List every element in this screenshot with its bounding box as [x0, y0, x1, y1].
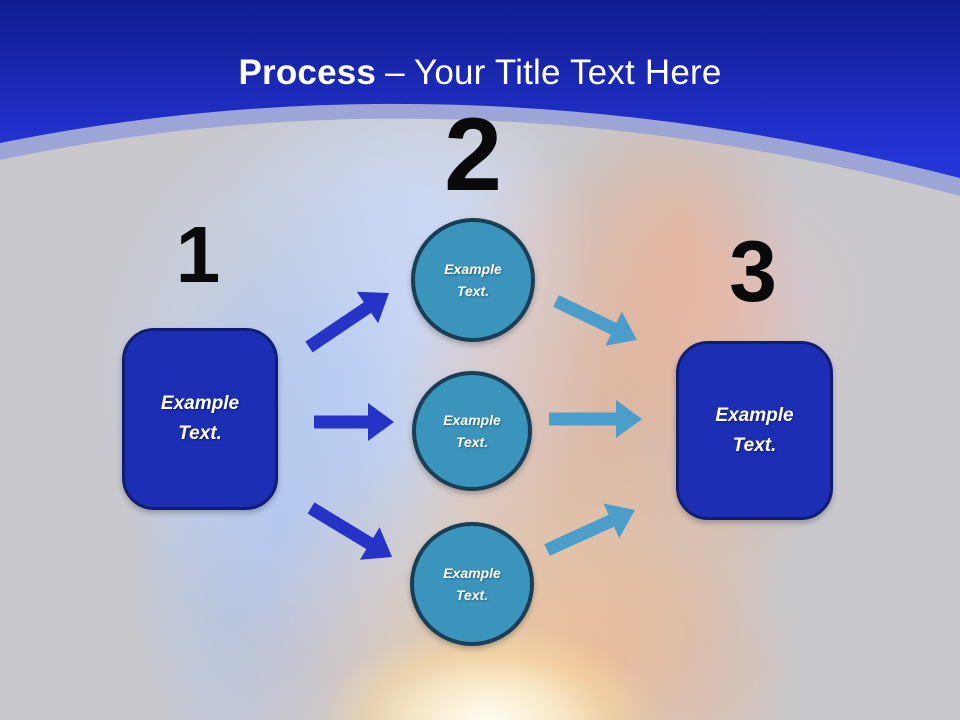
step2-circle-bottom-label-line1: Example	[443, 565, 501, 581]
header-curve	[0, 0, 960, 196]
step2-circle-top-label-line2: Text.	[456, 283, 490, 299]
step2-circle-top: Example Text.	[411, 218, 535, 342]
title-emphasis: Process	[238, 53, 377, 92]
title-rest: – Your Title Text Here	[385, 53, 722, 92]
page-title: Process– Your Title Text Here	[0, 53, 960, 93]
step2-circle-middle: Example Text.	[412, 371, 532, 491]
step3-box: Example Text.	[676, 341, 833, 520]
header-blue-arc	[0, 0, 960, 178]
step1-box-label-line2: Text.	[178, 423, 222, 444]
step2-circle-bottom: Example Text.	[410, 522, 534, 646]
step2-circle-bottom-label-line2: Text.	[455, 587, 489, 603]
step1-box-label-line1: Example	[160, 393, 240, 414]
step3-box-label-line2: Text.	[732, 434, 777, 456]
step2-circle-top-label-line1: Example	[444, 261, 502, 277]
step2-circle-middle-label-line2: Text.	[455, 434, 489, 450]
step1-box: Example Text.	[122, 328, 278, 510]
step2-circle-middle-label-line1: Example	[443, 412, 501, 428]
step-number-2: 2	[444, 97, 502, 213]
step-number-3: 3	[729, 224, 777, 320]
step3-box-label-line1: Example	[715, 404, 794, 426]
step-number-1: 1	[175, 210, 221, 299]
